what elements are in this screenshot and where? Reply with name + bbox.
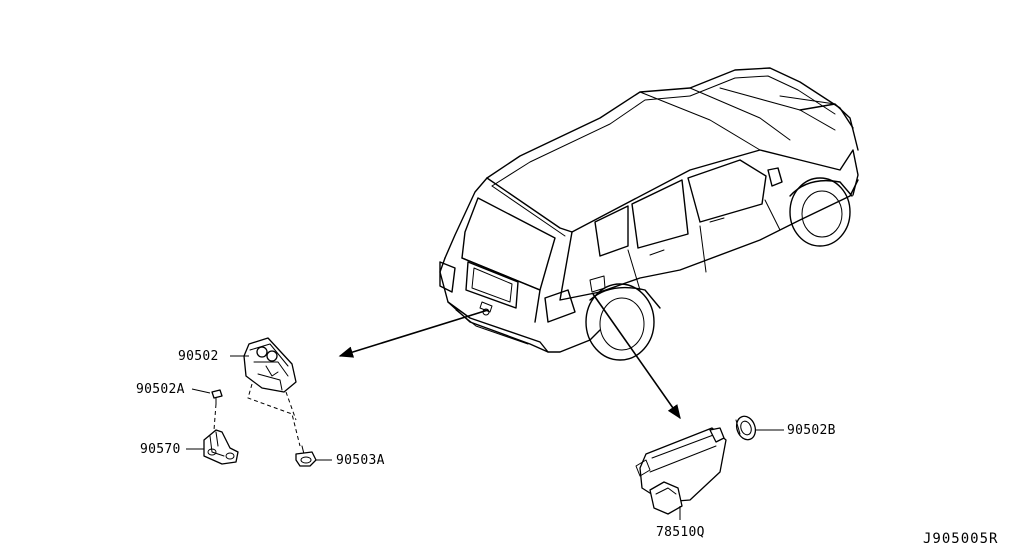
label-90502A: 90502A bbox=[136, 382, 185, 397]
vehicle-illustration bbox=[439, 67, 859, 361]
label-90502: 90502 bbox=[178, 349, 219, 364]
arrow-to-latch bbox=[338, 309, 489, 358]
label-78510Q: 78510Q bbox=[656, 525, 705, 540]
part-grommet-90502B bbox=[735, 415, 757, 441]
label-90502B: 90502B bbox=[787, 423, 836, 438]
part-striker bbox=[203, 429, 239, 465]
leader-90502A bbox=[191, 388, 211, 394]
part-bolt-90503A bbox=[295, 445, 317, 467]
label-90503A: 90503A bbox=[336, 453, 385, 468]
part-screw-90502A bbox=[211, 389, 223, 405]
part-back-door-lock bbox=[243, 337, 297, 393]
arrow-to-actuator bbox=[592, 293, 681, 420]
part-actuator-78510Q bbox=[635, 427, 727, 515]
diagram-reference-code: J905005R bbox=[923, 531, 998, 547]
label-90570: 90570 bbox=[140, 442, 181, 457]
